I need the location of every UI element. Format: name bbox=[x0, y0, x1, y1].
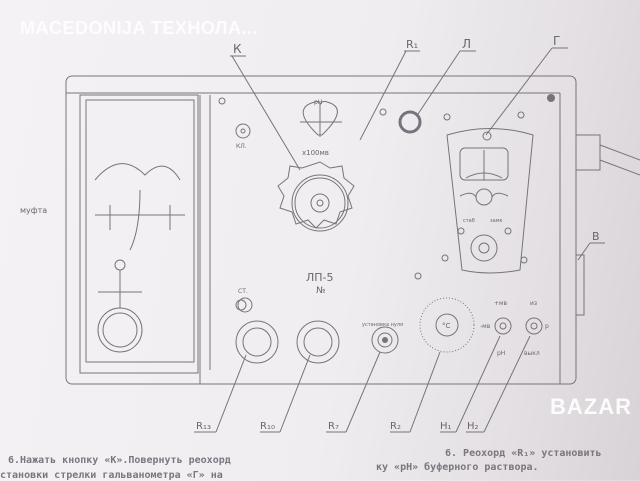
instruction-left-2: становки стрелки гальванометра «Г» на bbox=[0, 470, 223, 481]
panel-screw bbox=[457, 227, 465, 235]
iz-label: из bbox=[530, 300, 537, 307]
off-label: выкл bbox=[524, 350, 540, 357]
kl-button[interactable] bbox=[235, 123, 251, 139]
cable-coupling bbox=[576, 134, 640, 176]
indicator-lamp bbox=[398, 110, 422, 134]
ph2-label: pH bbox=[497, 350, 505, 357]
r10-knob[interactable] bbox=[296, 320, 340, 364]
panel-screw bbox=[504, 227, 512, 235]
electrode-screw bbox=[114, 259, 126, 271]
st-button-inner bbox=[235, 299, 247, 311]
x100mv-label: х100мв bbox=[302, 149, 329, 157]
left-compartment bbox=[79, 94, 199, 374]
instruction-right-1: 6. Реохорд «R₁» установить bbox=[445, 448, 602, 459]
side-latch bbox=[575, 254, 585, 316]
left-compartment-inner bbox=[85, 99, 195, 363]
minus-mv-label: -мв bbox=[480, 323, 491, 330]
zero-adjust[interactable] bbox=[470, 234, 498, 262]
callout-g: Г bbox=[553, 34, 560, 48]
r10-knob-inner bbox=[303, 327, 333, 357]
zero-adjust-center bbox=[478, 242, 490, 254]
callout-h2: Н₂ bbox=[467, 421, 479, 432]
callout-r2: R₂ bbox=[390, 421, 401, 432]
callout-r10: R₁₀ bbox=[260, 421, 275, 432]
corner-screw bbox=[547, 94, 555, 102]
leader-lines bbox=[194, 47, 605, 433]
callout-v: В bbox=[592, 230, 600, 243]
st-button[interactable] bbox=[237, 297, 253, 313]
r2-dial-center bbox=[435, 313, 459, 337]
h2-switch-center bbox=[530, 322, 538, 330]
r7-knob-center bbox=[382, 337, 388, 343]
stab-label: стаб bbox=[463, 218, 475, 224]
watermark: MACEDONIJA ТЕХНОЛА... bbox=[20, 18, 259, 38]
switch-wings bbox=[459, 192, 509, 198]
kl-label: КЛ. bbox=[236, 143, 247, 150]
knob-ring bbox=[294, 177, 346, 229]
r13-knob-inner bbox=[242, 327, 272, 357]
callout-r1: R₁ bbox=[406, 38, 418, 51]
ph-label: pH bbox=[314, 99, 322, 106]
knob-ring bbox=[291, 174, 349, 232]
r7-knob-inner bbox=[377, 332, 393, 348]
plus-mv-label: +мв bbox=[494, 300, 508, 307]
callout-r7: R₇ bbox=[328, 421, 339, 432]
h1-switch-center bbox=[499, 322, 507, 330]
callout-l: Л bbox=[462, 37, 471, 51]
p-label: р bbox=[545, 323, 549, 330]
galvanometer-panel bbox=[446, 128, 534, 274]
instruction-left-1: 6.Нажать кнопку «К».Повернуть реохорд bbox=[8, 455, 231, 466]
callout-h1: Н₁ bbox=[440, 421, 452, 432]
callout-k: К bbox=[233, 42, 242, 56]
instruction-right-2: ку «pH» буферного раствора. bbox=[376, 462, 539, 473]
callout-r13: R₁₃ bbox=[196, 421, 211, 432]
number-label: № bbox=[316, 286, 325, 296]
case-outline bbox=[65, 75, 577, 385]
electrode-ring-inner bbox=[102, 312, 138, 348]
r13-knob[interactable] bbox=[235, 320, 279, 364]
temp-label: °C bbox=[442, 322, 451, 330]
stab-switch[interactable] bbox=[475, 188, 493, 206]
zero-label: установка нуля bbox=[362, 322, 403, 328]
electrode-ring bbox=[97, 307, 143, 353]
r7-knob[interactable] bbox=[371, 326, 399, 354]
galvanometer-scale bbox=[465, 172, 503, 179]
coupling-label: муфта bbox=[20, 206, 47, 215]
kl-button-center bbox=[240, 128, 246, 134]
bazar-logo: BAZAR bbox=[550, 394, 632, 419]
st-label: СТ. bbox=[238, 288, 248, 295]
zamk-label: замк bbox=[490, 218, 503, 224]
h1-switch[interactable] bbox=[494, 317, 512, 335]
galvanometer-screw bbox=[482, 131, 492, 141]
bracket-mechanism bbox=[94, 163, 185, 251]
screws bbox=[218, 97, 528, 280]
knob-center bbox=[316, 199, 324, 207]
knob-hub bbox=[310, 193, 330, 213]
model-label: ЛП-5 bbox=[306, 271, 334, 284]
h2-switch[interactable] bbox=[525, 317, 543, 335]
r2-temperature-dial[interactable] bbox=[419, 297, 475, 353]
